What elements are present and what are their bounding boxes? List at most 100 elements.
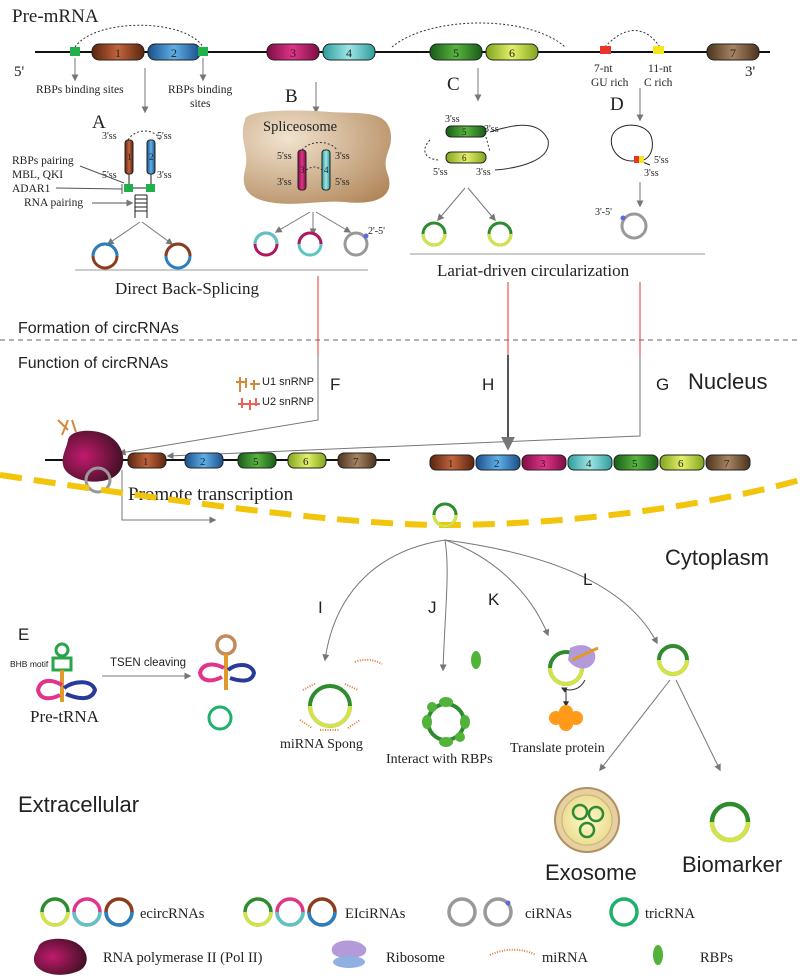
- splice-site-label: 3'ss: [157, 170, 172, 181]
- lariat-driven-label: Lariat-driven circularization: [437, 261, 630, 280]
- ecircrna-product: [421, 221, 447, 247]
- arrow: [274, 211, 311, 233]
- panel-label-c: C: [447, 74, 460, 95]
- spliceosome-exons: 3 4: [297, 142, 338, 191]
- legend-pol2-icon: [33, 938, 87, 975]
- svg-text:7: 7: [730, 46, 736, 60]
- splice-site-label: 5'ss: [654, 155, 669, 166]
- function-label: Function of circRNAs: [18, 355, 168, 372]
- splice-site-label: 3'ss: [445, 114, 460, 125]
- svg-text:6: 6: [462, 153, 467, 163]
- nucleus-label: Nucleus: [688, 369, 767, 394]
- legend-elcirnas-label: EIciRNAs: [345, 906, 406, 922]
- splice-site-label: 3'ss: [102, 131, 117, 142]
- legend-elcirna-icons: [243, 897, 337, 927]
- arrow: [675, 679, 721, 772]
- legend-rbps-label: RBPs: [700, 950, 733, 966]
- legend-pol2-label: RNA polymerase II (Pol II): [103, 950, 263, 966]
- mature-trna-icon: [197, 634, 257, 690]
- formation-label: Formation of circRNAs: [18, 320, 179, 337]
- exported-circrna: [432, 502, 458, 528]
- exon-5: 5: [429, 43, 483, 61]
- legend: ecircRNAs EIciRNAs ciRNAs tricRNA RNA po…: [33, 897, 733, 975]
- exosome-icon: [554, 787, 620, 853]
- gu-rich-label-2: GU rich: [591, 77, 629, 89]
- panel-label-a: A: [92, 112, 106, 133]
- bhb-motif-label: BHB motif: [10, 659, 49, 669]
- splice-site-label: 5'ss: [433, 167, 448, 178]
- legend-rbp-icon: [653, 945, 663, 965]
- ecircrna-product: [91, 242, 119, 270]
- elcirna-product: [164, 242, 192, 270]
- svg-text:6: 6: [509, 46, 515, 60]
- svg-text:7: 7: [724, 458, 730, 470]
- panel-d-lariat: [610, 124, 653, 166]
- biomarker-label: Biomarker: [682, 852, 782, 877]
- mrna-exons: 1 2 3 4 5 6 7: [429, 454, 751, 471]
- cirna-product: [343, 231, 369, 257]
- legend-cirnas-label: ciRNAs: [525, 906, 572, 922]
- pointer: [79, 165, 125, 184]
- spliceosome: [242, 110, 392, 204]
- panel-label-i: I: [318, 598, 323, 617]
- svg-text:2: 2: [149, 152, 154, 162]
- splice-arc: [74, 24, 204, 48]
- svg-text:6: 6: [678, 458, 684, 470]
- splice-site-label: 3'ss: [644, 168, 659, 179]
- arrow-g: [166, 355, 641, 460]
- panel-a-hairpin: 1 2: [124, 130, 161, 218]
- arrow-j: [439, 539, 448, 672]
- splice-site-label: 3'ss: [277, 177, 292, 188]
- svg-text:2: 2: [494, 458, 500, 470]
- translate-protein-label: Translate protein: [510, 741, 605, 756]
- rna-pairing-label: RNA pairing: [24, 197, 83, 209]
- nuclear-membrane: [0, 472, 800, 529]
- u1-snrnp-label: U1 snRNP: [262, 376, 314, 388]
- u2-snrnp-icon: [238, 398, 260, 410]
- rbp-binding-sites-label: RBPs binding sites: [36, 84, 124, 96]
- c-rich-label-2: C rich: [644, 77, 673, 89]
- splice-site-label: 5'ss: [102, 170, 117, 181]
- svg-text:1: 1: [115, 46, 121, 60]
- mirna-spong-label: miRNA Spong: [280, 737, 363, 752]
- u2-snrnp-label: U2 snRNP: [262, 396, 314, 408]
- svg-text:7: 7: [353, 456, 359, 468]
- splice-site-label: 3'ss: [476, 167, 491, 178]
- ecircrna-product: [487, 221, 513, 247]
- pre-trna-icon: [35, 642, 98, 702]
- exon-3: 3: [266, 43, 320, 61]
- svg-text:2: 2: [200, 456, 206, 468]
- elcirna-on-pol2: [84, 466, 112, 494]
- panel-label-e: E: [18, 625, 29, 644]
- arrow: [437, 187, 466, 222]
- exon-4: 4: [322, 43, 376, 61]
- panel-label-f: F: [330, 375, 340, 394]
- splice-site-label: 3'ss: [335, 151, 350, 162]
- ecircrna-product: [297, 231, 323, 257]
- link-2-5-label: 2'-5': [368, 226, 385, 237]
- svg-text:6: 6: [303, 456, 309, 468]
- splice-site-label: 5'ss: [277, 151, 292, 162]
- arrow-l: [444, 539, 658, 645]
- panel-label-d: D: [610, 94, 624, 115]
- svg-text:2: 2: [171, 46, 177, 60]
- svg-text:3: 3: [290, 46, 296, 60]
- five-prime-label: 5': [14, 64, 25, 80]
- arrow: [315, 211, 352, 233]
- splice-site-label: 5'ss: [335, 177, 350, 188]
- legend-mirna-label: miRNA: [542, 950, 588, 966]
- pol2-icon: [62, 430, 124, 482]
- legend-ecircrna-icons: [40, 897, 134, 927]
- arrow: [106, 221, 141, 245]
- cytoplasm-label: Cytoplasm: [665, 545, 769, 570]
- panel-label-h: H: [482, 375, 494, 394]
- c-rich-site: [639, 156, 644, 163]
- arrow: [599, 679, 671, 772]
- direct-back-splicing-label: Direct Back-Splicing: [115, 279, 259, 298]
- panel-label-k: K: [488, 590, 500, 609]
- link-3-5-label: 3'-5': [595, 207, 612, 218]
- inhibit-pointer: [55, 187, 123, 190]
- panel-label-j: J: [428, 598, 437, 617]
- biomarker-icon: [709, 801, 751, 843]
- arrow: [141, 221, 174, 245]
